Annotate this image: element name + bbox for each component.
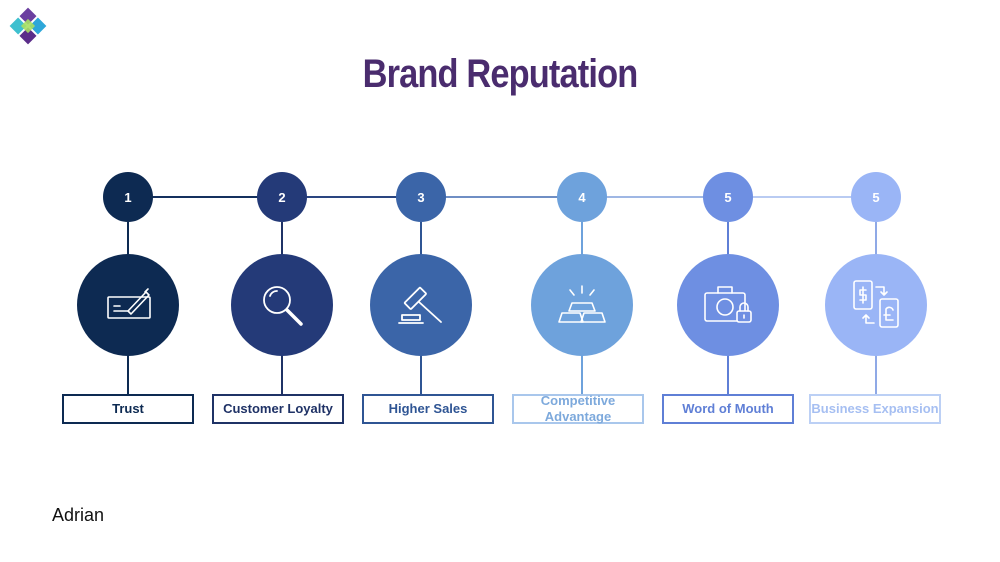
gold-bars-icon bbox=[558, 285, 606, 323]
step-number: 2 bbox=[278, 190, 285, 205]
step-4: 4 bbox=[531, 172, 633, 394]
page-title: Brand Reputation bbox=[362, 52, 639, 96]
step-6: 5 bbox=[825, 172, 927, 394]
author-name: Adrian bbox=[52, 505, 105, 525]
step-icon-circle bbox=[231, 254, 333, 356]
step-number: 4 bbox=[578, 190, 586, 205]
step-number: 1 bbox=[124, 190, 131, 205]
step-number-badge bbox=[396, 172, 446, 222]
step-number-badge bbox=[257, 172, 307, 222]
step-2: 2 bbox=[231, 172, 333, 394]
step-label-word-of-mouth: Word of Mouth bbox=[662, 394, 794, 424]
step-number-badge bbox=[557, 172, 607, 222]
step-number: 5 bbox=[724, 190, 731, 205]
step-1: 1 bbox=[77, 172, 179, 394]
logo-icon bbox=[9, 7, 47, 45]
magnifier-icon bbox=[263, 286, 303, 326]
locked-case-icon bbox=[704, 286, 752, 323]
step-number-badge bbox=[103, 172, 153, 222]
step-number-badge bbox=[851, 172, 901, 222]
currency-exchange-icon bbox=[853, 280, 899, 328]
step-number: 3 bbox=[417, 190, 424, 205]
step-number: 5 bbox=[872, 190, 879, 205]
step-5: 5 bbox=[677, 172, 779, 394]
check-writing-icon bbox=[107, 288, 151, 319]
step-icon-circle bbox=[531, 254, 633, 356]
step-label-higher-sales: Higher Sales bbox=[362, 394, 494, 424]
step-label-competitive-advantage: Competitive Advantage bbox=[512, 393, 644, 424]
gavel-icon bbox=[398, 286, 442, 324]
step-label-trust: Trust bbox=[62, 394, 194, 424]
step-icon-circle bbox=[77, 254, 179, 356]
step-icon-circle bbox=[825, 254, 927, 356]
step-3: 3 bbox=[370, 172, 472, 394]
step-label-customer-loyalty: Customer Loyalty bbox=[212, 394, 344, 424]
step-label-business-expansion: Business Expansion bbox=[809, 394, 941, 424]
step-icon-circle bbox=[677, 254, 779, 356]
step-number-badge bbox=[703, 172, 753, 222]
